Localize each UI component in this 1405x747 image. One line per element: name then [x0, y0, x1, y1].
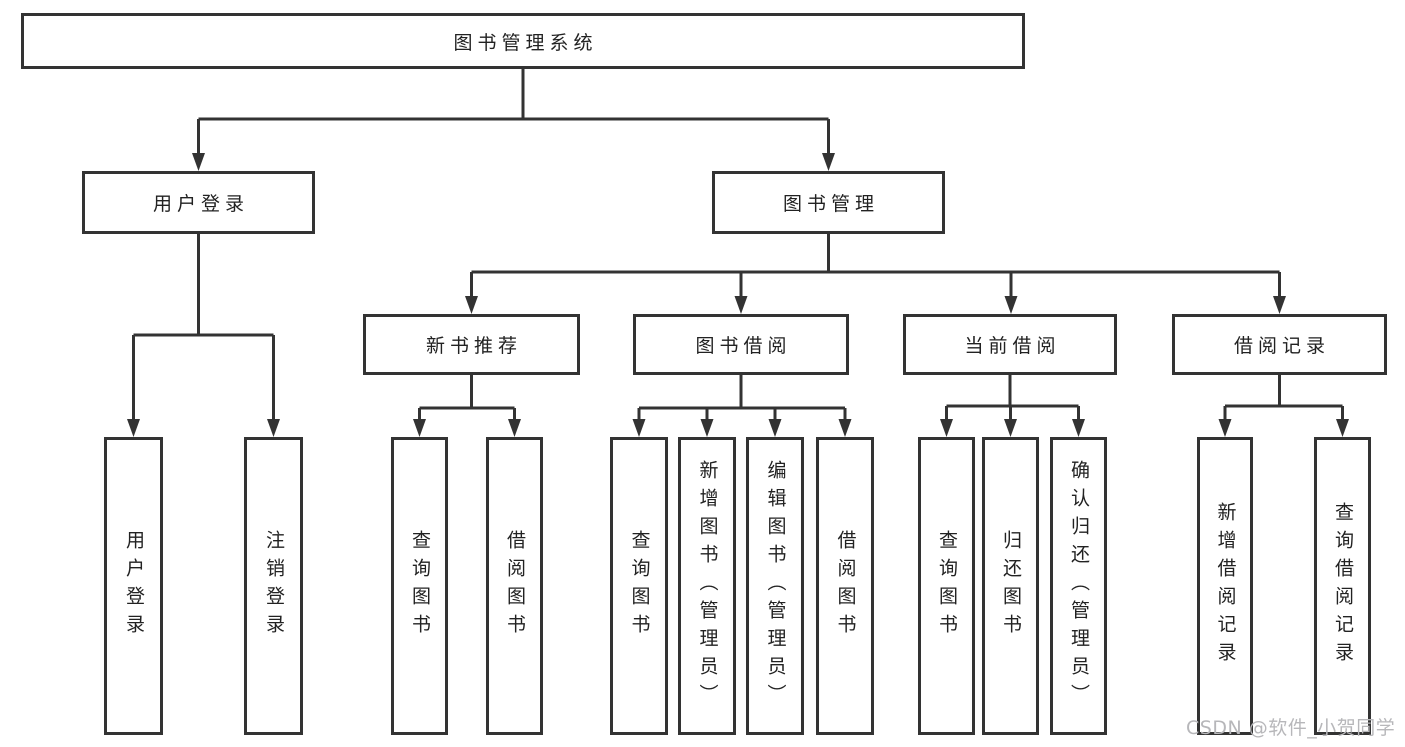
node-borrow-records: 借阅记录: [1172, 314, 1387, 375]
leaf-bb-query-books: 查询图书: [610, 437, 668, 735]
connector-borrow-records-to-leaves: [1223, 375, 1344, 422]
node-new-book-recommend-label: 新书推荐: [425, 335, 522, 357]
connector-new-book-to-leaves: [418, 375, 516, 422]
arrow-down-icon: [838, 419, 852, 437]
leaf-cb-query-books: 查询图书: [918, 437, 975, 735]
arrow-down-icon: [734, 296, 748, 314]
arrow-down-icon: [465, 296, 478, 314]
connector-user-login-to-leaves: [132, 234, 275, 422]
node-borrow-records-label: 借阅记录: [1233, 335, 1330, 357]
arrow-down-icon: [267, 419, 280, 437]
arrow-down-icon: [822, 153, 835, 171]
connector-book-management-to-level3: [470, 234, 1281, 299]
node-root-label: 图书管理系统: [453, 31, 598, 54]
node-book-borrow-label: 图书借阅: [695, 335, 792, 357]
node-current-borrow: 当前借阅: [903, 314, 1117, 375]
leaf-cb-return-books-label: 归还图书: [1000, 530, 1022, 642]
leaf-bb-add-books: 新增图书（管理员）: [678, 437, 736, 735]
arrow-down-icon: [1072, 419, 1085, 437]
csdn-watermark: CSDN @软件_小贺同学: [1186, 717, 1396, 739]
arrow-down-icon: [1336, 419, 1349, 437]
arrow-down-icon: [632, 419, 646, 437]
arrow-down-icon: [1218, 419, 1232, 437]
leaf-br-add-record: 新增借阅记录: [1197, 437, 1253, 735]
arrow-down-icon: [192, 153, 205, 171]
leaf-cb-return-books: 归还图书: [982, 437, 1039, 735]
leaf-nb-borrow-books: 借阅图书: [486, 437, 543, 735]
arrow-down-icon: [1004, 296, 1018, 314]
leaf-bb-query-books-label: 查询图书: [628, 530, 651, 642]
leaf-bb-edit-books-label: 编辑图书（管理员）: [764, 460, 787, 712]
arrow-down-icon: [768, 419, 782, 437]
node-new-book-recommend: 新书推荐: [363, 314, 580, 375]
leaf-user-login: 用户登录: [104, 437, 163, 735]
node-book-management: 图书管理: [712, 171, 945, 234]
leaf-nb-borrow-books-label: 借阅图书: [504, 530, 526, 642]
arrow-down-icon: [413, 419, 426, 437]
node-user-login-label: 用户登录: [152, 193, 249, 215]
leaf-br-query-record-label: 查询借阅记录: [1332, 502, 1354, 670]
leaf-br-query-record: 查询借阅记录: [1314, 437, 1371, 735]
leaf-bb-borrow-books: 借阅图书: [816, 437, 874, 735]
connector-book-borrow-to-leaves: [637, 375, 847, 422]
leaf-user-login-label: 用户登录: [123, 530, 145, 642]
leaf-logout-label: 注销登录: [263, 530, 285, 642]
arrow-down-icon: [508, 419, 521, 437]
connector-root-to-level2: [197, 69, 830, 156]
arrow-down-icon: [700, 419, 714, 437]
leaf-logout: 注销登录: [244, 437, 303, 735]
leaf-cb-query-books-label: 查询图书: [936, 530, 958, 642]
leaf-br-add-record-label: 新增借阅记录: [1214, 502, 1237, 670]
arrow-down-icon: [940, 419, 953, 437]
arrow-down-icon: [127, 419, 140, 437]
connector-current-borrow-to-leaves: [945, 375, 1080, 422]
node-root: 图书管理系统: [21, 13, 1025, 69]
node-book-management-label: 图书管理: [782, 193, 879, 215]
leaf-bb-add-books-label: 新增图书（管理员）: [696, 460, 719, 712]
leaf-bb-edit-books: 编辑图书（管理员）: [746, 437, 804, 735]
node-book-borrow: 图书借阅: [633, 314, 849, 375]
leaf-cb-confirm-return: 确认归还（管理员）: [1050, 437, 1107, 735]
node-user-login: 用户登录: [82, 171, 315, 234]
leaf-nb-query-books-label: 查询图书: [409, 530, 431, 642]
leaf-nb-query-books: 查询图书: [391, 437, 448, 735]
leaf-bb-borrow-books-label: 借阅图书: [834, 530, 857, 642]
node-current-borrow-label: 当前借阅: [964, 335, 1061, 357]
arrow-down-icon: [1273, 296, 1286, 314]
arrow-down-icon: [1004, 419, 1017, 437]
leaf-cb-confirm-return-label: 确认归还（管理员）: [1068, 460, 1090, 712]
